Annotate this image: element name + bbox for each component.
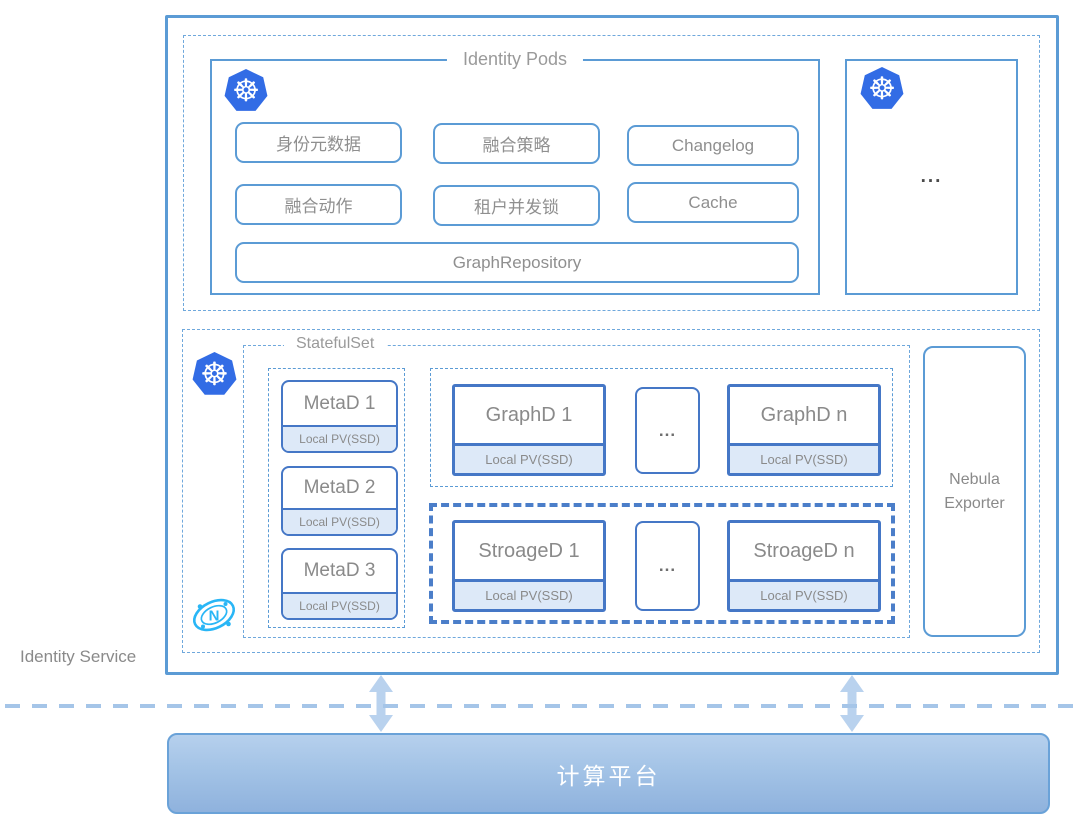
pod-pv-label: Local PV(SSD): [455, 443, 603, 473]
module-button-changelog: Changelog: [627, 125, 799, 166]
compute-platform-bar: 计算平台: [167, 733, 1050, 814]
pod-graphd-1: GraphD 1 Local PV(SSD): [452, 384, 606, 476]
pod-pv-label: Local PV(SSD): [730, 443, 878, 473]
pod-name: GraphD 1: [485, 403, 573, 426]
identity-pods-zone: [183, 35, 1040, 311]
module-button-merge-policy: 融合策略: [433, 123, 600, 164]
pod-name: GraphD n: [760, 403, 848, 426]
kubernetes-icon: ☸: [192, 352, 237, 395]
more-pods-ellipsis: ...: [920, 166, 943, 187]
pod-pv-label: Local PV(SSD): [283, 425, 396, 451]
module-button-identity-metadata: 身份元数据: [235, 122, 402, 163]
statefulset-box: StatefulSet: [243, 335, 910, 638]
pod-graphd-n: GraphD n Local PV(SSD): [727, 384, 881, 476]
pod-name: StroageD n: [753, 539, 855, 562]
kubernetes-icon: ☸: [860, 67, 904, 109]
kubernetes-helm-glyph: ☸: [868, 70, 896, 106]
pod-name: MetaD 2: [303, 477, 376, 498]
statefulset-title: StatefulSet: [284, 335, 387, 353]
identity-service-label: Identity Service: [20, 647, 137, 666]
more-pods-box: ☸ ...: [845, 59, 1018, 295]
nebula-exporter-box: Nebula Exporter: [923, 346, 1026, 637]
storaged-ellipsis-box: ...: [635, 521, 700, 611]
pod-pv-label: Local PV(SSD): [283, 508, 396, 534]
pod-storaged-n: StroageD n Local PV(SSD): [727, 520, 881, 612]
kubernetes-icon: ☸: [224, 69, 268, 111]
nebula-graph-icon: N: [192, 598, 236, 632]
statefulset-zone: [182, 329, 1040, 653]
module-button-cache: Cache: [627, 182, 799, 223]
module-button-merge-action: 融合动作: [235, 184, 402, 225]
pod-metad-2: MetaD 2 Local PV(SSD): [281, 466, 398, 536]
storaged-group: StroageD 1 Local PV(SSD) ... StroageD n …: [429, 503, 895, 624]
module-button-tenant-lock: 租户并发锁: [433, 185, 600, 226]
pod-name: MetaD 3: [303, 560, 376, 581]
pod-pv-label: Local PV(SSD): [730, 579, 878, 609]
graphd-group: GraphD 1 Local PV(SSD) ... GraphD n Loca…: [430, 368, 893, 487]
pod-storaged-1: StroageD 1 Local PV(SSD): [452, 520, 606, 612]
pod-name: StroageD 1: [478, 539, 580, 562]
graphd-ellipsis-box: ...: [635, 387, 700, 474]
nebula-n-glyph: N: [209, 608, 220, 625]
bidirectional-arrow-left: [369, 675, 393, 732]
pod-metad-3: MetaD 3 Local PV(SSD): [281, 548, 398, 620]
pod-name: MetaD 1: [303, 392, 376, 414]
boundary-dashed-line: [5, 704, 1073, 708]
bidirectional-arrow-right: [840, 675, 864, 732]
kubernetes-helm-glyph: ☸: [200, 355, 229, 392]
identity-pods-box: Identity Pods ☸ 身份元数据 融合策略 Changelog 融合动…: [210, 49, 820, 295]
pod-metad-1: MetaD 1 Local PV(SSD): [281, 380, 398, 453]
kubernetes-helm-glyph: ☸: [232, 72, 260, 108]
identity-pods-title: Identity Pods: [446, 49, 584, 70]
metad-group: MetaD 1 Local PV(SSD) MetaD 2 Local PV(S…: [268, 368, 405, 628]
pod-pv-label: Local PV(SSD): [455, 579, 603, 609]
graph-repository-button: GraphRepository: [235, 242, 799, 283]
pod-pv-label: Local PV(SSD): [283, 592, 396, 618]
